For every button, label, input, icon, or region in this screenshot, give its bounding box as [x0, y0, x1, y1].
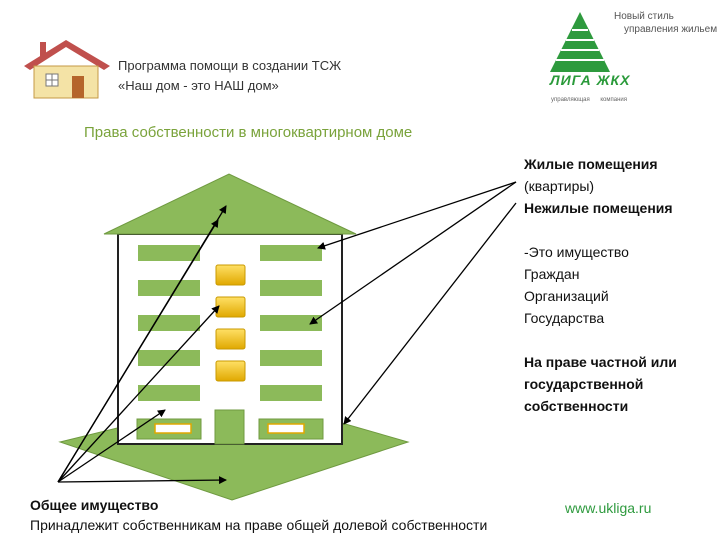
stair-window [215, 264, 246, 286]
window [258, 313, 324, 333]
arrow-residential [317, 181, 517, 250]
stair-window [215, 360, 246, 382]
residential-label: Жилые помещения [524, 156, 658, 172]
slide-title: Права собственности в многоквартирном до… [84, 124, 413, 141]
window [258, 278, 324, 298]
premises-description: Жилые помещения (квартиры) Нежилые помещ… [524, 153, 677, 417]
organizations-label: Организаций [524, 288, 609, 304]
arrow-common [57, 219, 219, 483]
entrance-door [214, 409, 245, 445]
arrow-common [57, 476, 227, 485]
program-title: Программа помощи в создании ТСЖ «Наш дом… [118, 56, 341, 96]
arrow-nonresidential [343, 202, 517, 425]
ownership-line-3: собственности [524, 398, 629, 414]
window [258, 348, 324, 368]
logo-sub-right: компания [600, 97, 627, 103]
common-property-desc: Принадлежит собственникам на праве общей… [30, 517, 488, 533]
logo-slogan: Новый стиль управления жильем [614, 10, 717, 36]
arrow-residential [309, 181, 517, 325]
liga-logo-icon [550, 12, 610, 72]
website-link[interactable]: www.ukliga.ru [565, 500, 652, 516]
house-icon [24, 40, 110, 99]
apartments-label: (квартиры) [524, 178, 595, 194]
logo-slogan-line-1: Новый стиль [614, 11, 674, 22]
window [136, 383, 202, 403]
logo-subtitle: управляющая компания [551, 97, 627, 103]
program-line-2: «Наш дом - это НАШ дом» [118, 78, 279, 93]
arrow-common [57, 305, 220, 483]
program-line-1: Программа помощи в создании ТСЖ [118, 58, 342, 73]
logo-sub-left: управляющая [551, 97, 590, 103]
window [258, 383, 324, 403]
arrow-common [57, 409, 166, 483]
state-label: Государства [524, 310, 605, 326]
logo-slogan-line-2: управления жильем [624, 24, 718, 35]
window [136, 243, 202, 263]
stair-window [215, 328, 246, 350]
nonresidential-label: Нежилые помещения [524, 200, 673, 216]
window [136, 348, 202, 368]
citizens-label: Граждан [524, 266, 580, 282]
window [136, 278, 202, 298]
ownership-line-1: На праве частной или [524, 354, 677, 370]
common-property-block: Общее имущество Принадлежит собственника… [30, 495, 487, 535]
property-of-label: -Это имущество [524, 244, 629, 260]
building-roof [103, 173, 357, 235]
logo-name: ЛИГА ЖКХ [550, 72, 631, 88]
common-property-title: Общее имущество [30, 497, 159, 513]
ownership-line-2: государственной [524, 376, 644, 392]
window [258, 243, 324, 263]
